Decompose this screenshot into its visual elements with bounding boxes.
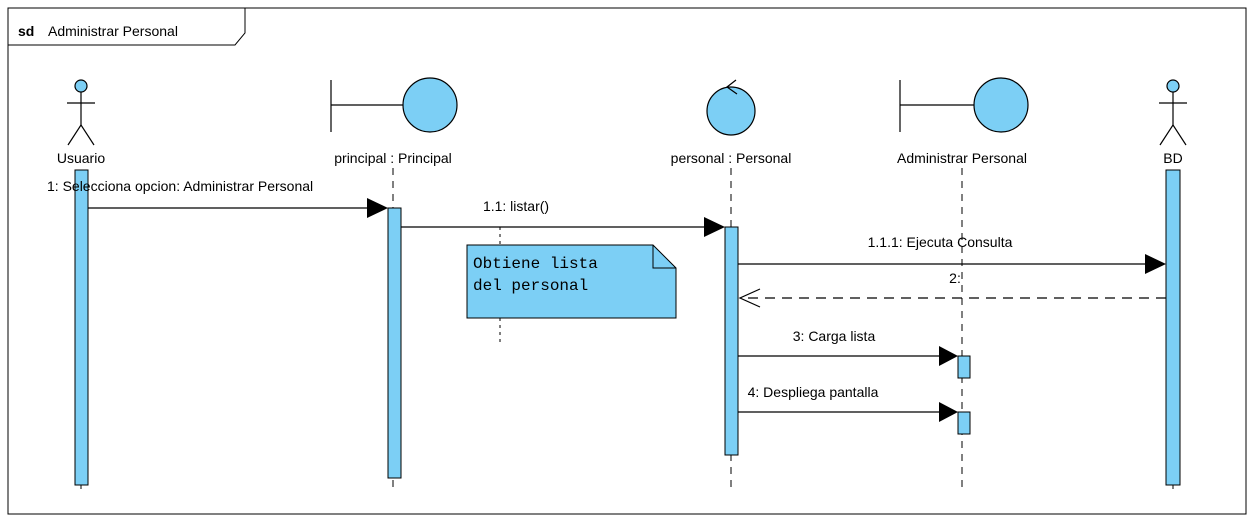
message-2-label: 2: bbox=[949, 270, 961, 286]
activation-personal bbox=[724, 226, 739, 456]
boundary-principal-icon bbox=[330, 77, 458, 133]
boundary-adm-icon bbox=[899, 77, 1029, 133]
note-body bbox=[466, 244, 677, 319]
activation-adm-2 bbox=[957, 411, 971, 435]
message-3-arrowhead bbox=[939, 346, 958, 366]
message-1-1-arrowhead bbox=[704, 217, 725, 237]
frame-title-tab bbox=[8, 7, 246, 46]
message-2-arrowhead bbox=[738, 288, 761, 308]
note: Obtiene lista del personal bbox=[466, 227, 677, 345]
note-line-2: del personal bbox=[473, 277, 588, 295]
lifeline-label-bd: BD bbox=[1163, 150, 1182, 166]
activation-bd bbox=[1165, 169, 1181, 486]
message-1-arrowhead bbox=[367, 198, 388, 218]
message-1-1-1-label: 1.1.1: Ejecuta Consulta bbox=[868, 234, 1013, 250]
diagram-frame bbox=[7, 7, 1247, 515]
frame-keyword: sd bbox=[18, 23, 34, 39]
note-fold bbox=[652, 245, 676, 269]
message-1-1-1-arrowhead bbox=[1145, 254, 1166, 274]
note-line-1: Obtiene lista bbox=[473, 255, 598, 273]
lifeline-lines bbox=[80, 168, 1174, 490]
lifeline-label-principal: principal : Principal bbox=[334, 150, 452, 166]
message-4-label: 4: Despliega pantalla bbox=[748, 384, 879, 400]
message-1-1-label: 1.1: listar() bbox=[483, 198, 549, 214]
activation-usuario bbox=[74, 169, 89, 486]
activation-adm-1 bbox=[957, 355, 971, 379]
activation-bars bbox=[74, 169, 1181, 486]
actor-usuario-icon bbox=[67, 79, 95, 146]
actor-bd-icon bbox=[1159, 79, 1187, 146]
lifeline-label-personal: personal : Personal bbox=[671, 150, 792, 166]
control-personal-icon bbox=[706, 79, 756, 136]
lifeline-label-usuario: Usuario bbox=[57, 150, 105, 166]
message-1-label: 1: Selecciona opcion: Administrar Person… bbox=[47, 178, 313, 194]
lifeline-label-adm: Administrar Personal bbox=[897, 150, 1027, 166]
activation-principal bbox=[387, 207, 402, 479]
message-4-arrowhead bbox=[939, 402, 958, 422]
message-3-label: 3: Carga lista bbox=[793, 328, 876, 344]
frame-title: Administrar Personal bbox=[48, 23, 178, 39]
